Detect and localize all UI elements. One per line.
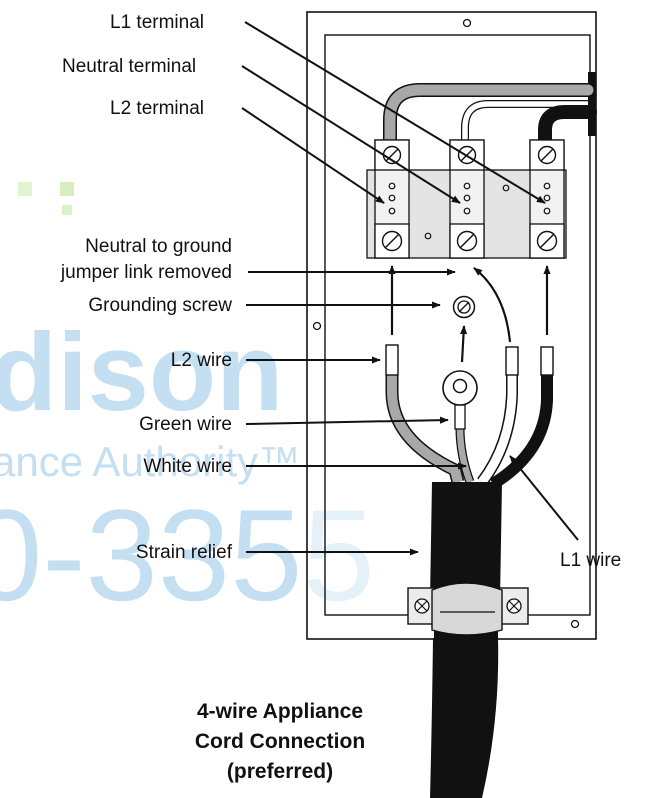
watermark-brand: dison [0, 311, 283, 434]
terminal-block [366, 139, 567, 259]
bottom-hole [570, 619, 580, 629]
l1-wire-leader [509, 455, 579, 541]
green-wire-label: Green wire [139, 414, 232, 435]
white-wire-label: White wire [143, 456, 232, 477]
grounding-screw-label: Grounding screw [88, 295, 232, 316]
l2-wire-label: L2 wire [171, 350, 232, 371]
green-wire-leader [245, 416, 449, 425]
side-hole [312, 321, 322, 331]
white-wire-arrow [473, 267, 512, 343]
l2-wire [387, 372, 463, 484]
cord-exterior [430, 638, 499, 798]
l2-terminal-label: L2 terminal [110, 98, 204, 119]
neutral-terminal-leader [241, 65, 461, 204]
ground-ring-hole [452, 378, 468, 394]
green-wire-crimp [454, 404, 466, 430]
top-hole [462, 18, 472, 28]
caption-line3: (preferred) [227, 760, 333, 783]
white-supply-wire [462, 101, 588, 150]
jumper-label-line1: Neutral to ground [85, 236, 232, 257]
l1-wire-stripped-end [540, 346, 554, 376]
l1-terminal-label: L1 terminal [110, 12, 204, 33]
cord-jacket [430, 482, 502, 600]
jumper-label-line2: jumper link removed [60, 262, 232, 283]
green-wire [456, 427, 474, 484]
watermark-tagline: ance Authority™ [0, 438, 300, 485]
white-wire-stripped-end [505, 346, 519, 376]
l1-terminal-leader [244, 21, 546, 204]
terminal-screws [381, 145, 558, 252]
strain-relief-label: Strain relief [136, 542, 233, 563]
caption-line2: Cord Connection [195, 730, 365, 753]
ground-ring-arrow [459, 325, 468, 363]
neutral-terminal-label: Neutral terminal [62, 56, 196, 77]
cord-bushing [588, 72, 596, 136]
black-supply-wire [538, 105, 597, 157]
gray-supply-wire [384, 84, 594, 156]
grounding-screw [452, 295, 476, 319]
l1-wire [489, 372, 553, 490]
white-wire [478, 372, 517, 485]
l2-terminal-leader [241, 107, 385, 204]
l2-wire-stripped-end [385, 344, 399, 376]
strain-relief-clamp [407, 582, 529, 636]
l1-wire-label: L1 wire [560, 550, 621, 571]
caption-line1: 4-wire Appliance [197, 700, 363, 723]
